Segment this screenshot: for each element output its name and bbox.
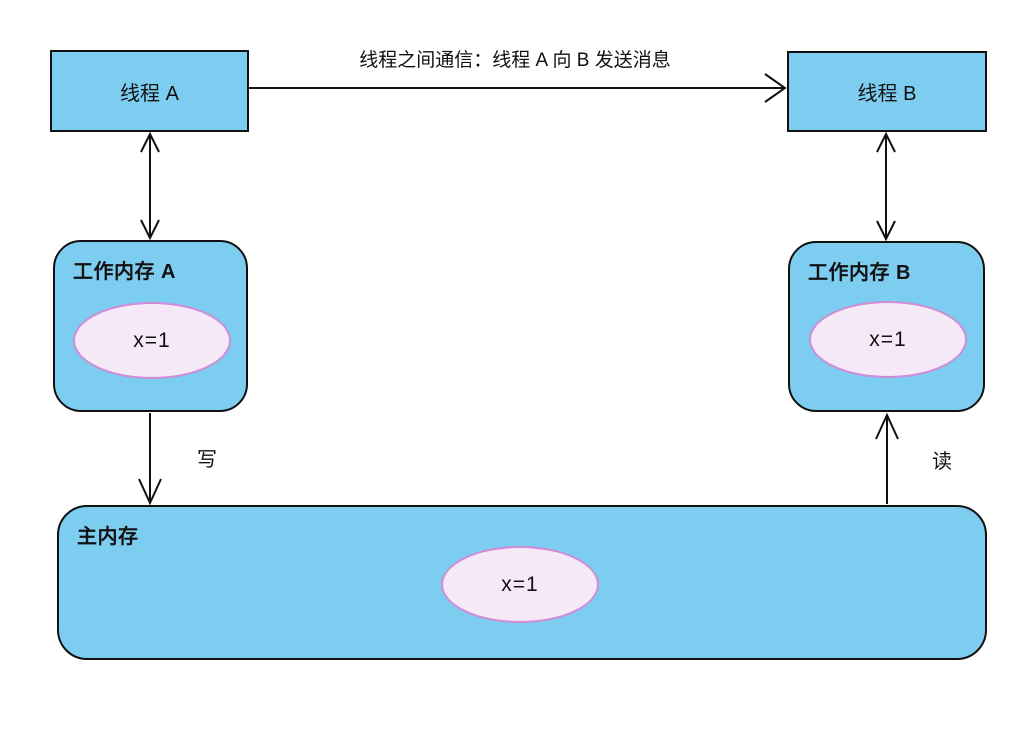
read-arrow-label: 读 — [932, 451, 952, 473]
working-memory-b-title: 工作内存 B — [808, 262, 911, 284]
working-memory-b-box: 工作内存 B x=1 — [788, 241, 985, 412]
working-memory-b-variable-value: x=1 — [869, 327, 907, 351]
main-memory-variable-value: x=1 — [501, 572, 539, 596]
main-memory-box: 主内存 x=1 — [57, 505, 987, 660]
working-memory-a-box: 工作内存 A x=1 — [53, 240, 248, 412]
thread-a-memory-a-double-arrow — [140, 131, 160, 241]
working-memory-a-variable-ellipse: x=1 — [73, 302, 231, 379]
main-memory-title: 主内存 — [77, 526, 139, 548]
communication-label: 线程之间通信：线程 A 向 B 发送消息 — [359, 50, 671, 71]
communication-arrow — [249, 73, 787, 103]
thread-b-memory-b-double-arrow — [876, 131, 896, 242]
thread-a-label: 线程 A — [120, 82, 179, 105]
working-memory-a-variable-value: x=1 — [133, 328, 171, 352]
thread-b-box: 线程 B — [787, 51, 987, 132]
working-memory-a-title: 工作内存 A — [73, 261, 176, 283]
thread-a-box: 线程 A — [50, 50, 249, 132]
thread-b-label: 线程 B — [857, 83, 917, 105]
write-arrow — [138, 413, 162, 506]
main-memory-variable-ellipse: x=1 — [441, 546, 599, 623]
read-arrow — [875, 412, 899, 504]
write-arrow-label: 写 — [197, 449, 217, 471]
working-memory-b-variable-ellipse: x=1 — [809, 301, 967, 378]
